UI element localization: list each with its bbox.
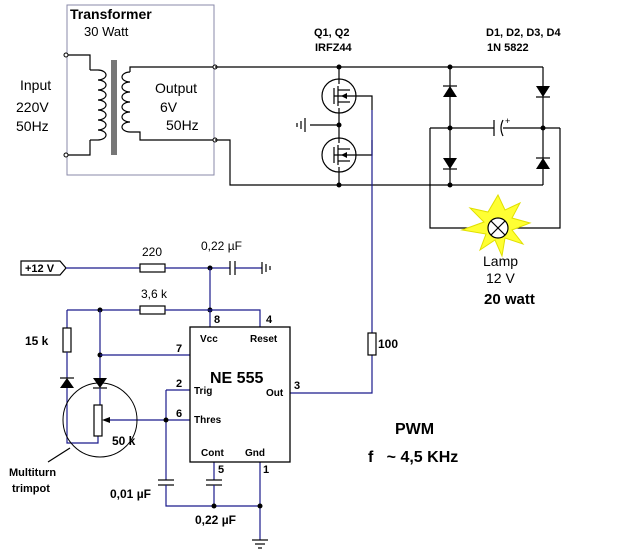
- output-frequency: 50Hz: [166, 117, 199, 133]
- ic-pin-thres: Thres: [194, 415, 222, 426]
- svg-text:+: +: [505, 116, 510, 126]
- mosfet-q1: [321, 67, 373, 125]
- multiturn-label-1: Multiturn: [9, 467, 56, 479]
- mosfet-part: IRFZ44: [315, 42, 353, 54]
- r-left-label: 15 k: [25, 334, 49, 348]
- ic-pin-gnd: Gnd: [245, 448, 265, 459]
- ic-pin-trig: Trig: [194, 386, 212, 397]
- diode-refs: D1, D2, D3, D4: [486, 27, 561, 39]
- diode-d3: [443, 158, 457, 169]
- supply-terminal: [20, 260, 67, 276]
- primary-wire-top: [66, 54, 91, 70]
- resistor-3k6: [139, 305, 166, 315]
- mosfet-q2: [321, 125, 373, 185]
- diode-part: 1N 5822: [487, 42, 529, 54]
- r-supply-label: 220: [142, 245, 162, 259]
- wire-bottom-rail: [215, 139, 543, 186]
- ic-name: NE 555: [210, 370, 263, 387]
- transformer: Transformer 30 Watt Input 220V 50Hz Outp…: [16, 4, 218, 176]
- pin-number-3: 3: [294, 380, 300, 392]
- mosfet-refs: Q1, Q2: [314, 27, 349, 39]
- mosfet-ground: [296, 118, 342, 132]
- timer-wiring: [60, 268, 377, 549]
- transformer-frame: [66, 4, 215, 176]
- resistor-100: [367, 332, 377, 356]
- diode-d1: [443, 86, 457, 97]
- pin-number-4: 4: [266, 314, 273, 326]
- input-terminal-bottom: [63, 152, 69, 158]
- pin-number-5: 5: [218, 464, 224, 476]
- pwm-label: PWM: [395, 421, 434, 438]
- input-terminal-top: [63, 52, 69, 58]
- secondary-wire-top: [129, 66, 215, 72]
- c-trig-label: 0,01 µF: [110, 487, 151, 501]
- transformer-title: Transformer: [70, 6, 152, 22]
- output-voltage: 6V: [160, 99, 178, 115]
- supply-input: +12 V: [20, 260, 271, 276]
- trimpot-pointer: [47, 447, 71, 463]
- secondary-coil: [121, 71, 131, 133]
- lamp-voltage: 12 V: [486, 270, 515, 286]
- pin-number-2: 2: [176, 378, 182, 390]
- secondary-wire-bottom: [130, 131, 215, 141]
- transformer-power: 30 Watt: [84, 24, 129, 39]
- lamp-power: 20 watt: [484, 291, 535, 308]
- input-voltage: 220V: [16, 99, 49, 115]
- r-gate-label: 100: [378, 337, 398, 351]
- ic-pin-cont: Cont: [201, 448, 224, 459]
- potentiometer-50k: [93, 404, 103, 437]
- ic-pin-reset: Reset: [250, 334, 278, 345]
- c-cont-label: 0,22 µF: [195, 513, 236, 527]
- r-top-label: 3,6 k: [141, 287, 168, 301]
- pin-number-1: 1: [263, 464, 269, 476]
- resistor-15k: [62, 327, 72, 353]
- trimpot-circle: [62, 382, 138, 458]
- input-frequency: 50Hz: [16, 118, 49, 134]
- diode-left: [60, 378, 74, 388]
- ne555-chip: NE 555 Vcc Reset Trig Thres Out Cont Gnd…: [176, 314, 300, 476]
- lamp: [460, 193, 532, 258]
- ic-pin-vcc: Vcc: [200, 334, 218, 345]
- multiturn-label-2: trimpot: [12, 483, 50, 495]
- transformer-core: [111, 60, 117, 155]
- lamp-label: Lamp: [483, 253, 518, 269]
- pwm-frequency: f ~ 4,5 KHz: [368, 449, 458, 466]
- diode-d2: [536, 86, 550, 97]
- input-label: Input: [20, 77, 51, 93]
- primary-wire-bottom: [66, 140, 91, 156]
- c-supply-label: 0,22 µF: [201, 239, 242, 253]
- pin-number-7: 7: [176, 343, 182, 355]
- ic-pin-out: Out: [266, 388, 284, 399]
- primary-coil: [97, 69, 107, 141]
- diode-d4: [536, 158, 550, 169]
- ic-body: [189, 326, 291, 463]
- output-label: Output: [155, 80, 197, 96]
- supply-label: +12 V: [25, 263, 55, 275]
- resistor-220: [139, 263, 166, 273]
- pin-number-8: 8: [214, 314, 220, 326]
- pot-label: 50 k: [112, 434, 136, 448]
- pin-number-6: 6: [176, 408, 182, 420]
- power-wiring: [215, 64, 543, 188]
